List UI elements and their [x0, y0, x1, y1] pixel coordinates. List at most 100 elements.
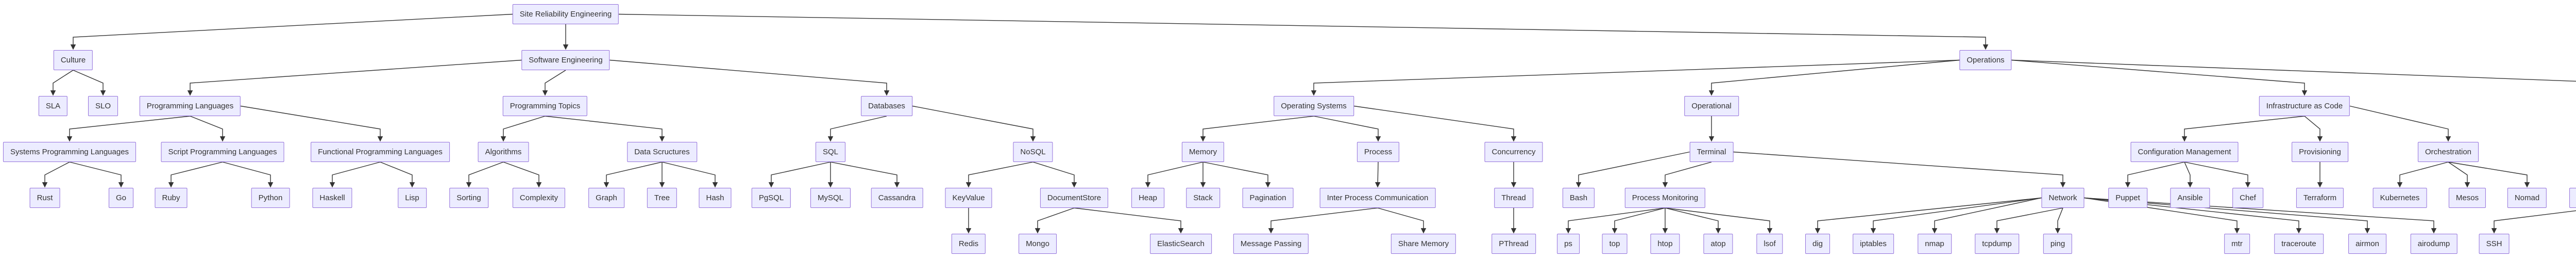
edge-terminal--process-monitoring: [1662, 162, 1712, 188]
edge-infrastructure-as-code--configuration-management: [2181, 116, 2305, 142]
node-concurrency: Concurrency: [1484, 142, 1543, 162]
node-label: Provisioning: [2299, 148, 2341, 156]
edge-nosql--documentstore: [1032, 162, 1077, 188]
edge-programming-languages--script-programming-languages: [190, 116, 226, 142]
node-systems-programming-languages: Systems Programming Languages: [3, 142, 137, 162]
edge-network--iptables: [1870, 197, 2042, 234]
edge-software-engineering--programming-languages: [187, 59, 522, 96]
node-algorithms: Algorithms: [478, 142, 529, 162]
node-label: Redis: [958, 239, 979, 248]
edge-script-programming-languages--ruby: [168, 162, 223, 188]
node-operations: Operations: [1959, 50, 2012, 70]
node-mongo: Mongo: [1019, 234, 1057, 254]
node-script-programming-languages: Script Programming Languages: [161, 142, 284, 162]
node-label: Thread: [1501, 194, 1526, 202]
node-label: Programming Topics: [510, 102, 581, 110]
edge-process-monitoring--lsof: [1665, 207, 1773, 234]
node-label: Share Memory: [1398, 239, 1449, 248]
edge-process-monitoring--top: [1612, 207, 1666, 234]
node-keyvalue: KeyValue: [945, 188, 992, 208]
edge-sql--pgsql: [768, 162, 831, 188]
node-dig: dig: [1805, 234, 1831, 254]
edge-systems-programming-languages--rust: [42, 162, 70, 188]
node-ping: ping: [2043, 234, 2073, 254]
node-puppet: Puppet: [2108, 188, 2147, 208]
node-process: Process: [1357, 142, 1400, 162]
edge-programming-languages--systems-programming-languages: [66, 116, 191, 142]
node-ruby: Ruby: [155, 188, 188, 208]
node-cassandra: Cassandra: [871, 188, 923, 208]
node-label: SLO: [95, 102, 111, 110]
edge-algorithms--sorting: [466, 162, 504, 188]
node-thread: Thread: [1494, 188, 1533, 208]
node-atop: atop: [1703, 234, 1733, 254]
node-label: Hash: [706, 194, 724, 202]
node-python: Python: [251, 188, 290, 208]
edge-functional-programming-languages--haskell: [329, 162, 381, 188]
node-orchestration: Orchestration: [2417, 142, 2479, 162]
node-process-monitoring: Process Monitoring: [1624, 188, 1706, 208]
edge-nosql--keyvalue: [965, 162, 1033, 188]
node-label: Terminal: [1697, 148, 1726, 156]
node-label: Puppet: [2115, 194, 2140, 202]
node-htop: htop: [1650, 234, 1680, 254]
node-infrastructure-as-code: Infrastructure as Code: [2259, 96, 2350, 116]
node-operational: Operational: [1684, 96, 1739, 116]
node-tcpdump: tcpdump: [1975, 234, 2019, 254]
node-label: Rust: [37, 194, 53, 202]
node-label: Operating Systems: [1281, 102, 1347, 110]
edge-sre--operations: [618, 13, 1989, 50]
node-label: mtr: [2231, 239, 2243, 248]
node-socket: Socket: [2569, 188, 2576, 208]
node-sql: SQL: [815, 142, 846, 162]
node-label: Lisp: [405, 194, 419, 202]
edge-software-engineering--databases: [609, 59, 890, 96]
node-functional-programming-languages: Functional Programming Languages: [311, 142, 450, 162]
node-kubernetes: Kubernetes: [2372, 188, 2427, 208]
node-label: Kubernetes: [2380, 194, 2420, 202]
edge-inter-process-communication--message-passing: [1268, 207, 1378, 234]
node-provisioning: Provisioning: [2292, 142, 2348, 162]
node-label: nmap: [1925, 239, 1944, 248]
node-label: Concurrency: [1492, 148, 1536, 156]
node-label: NoSQL: [1020, 148, 1046, 156]
node-label: Algorithms: [485, 148, 522, 156]
edge-operations--operating-systems: [1311, 59, 1960, 96]
node-label: SSH: [2486, 239, 2502, 248]
node-hash: Hash: [699, 188, 732, 208]
edge-network--dig: [1815, 197, 2042, 234]
edge-tcp--ssh: [2491, 210, 2576, 234]
node-graph: Graph: [588, 188, 624, 208]
node-lisp: Lisp: [398, 188, 427, 208]
node-tree: Tree: [647, 188, 677, 208]
edge-script-programming-languages--python: [222, 162, 274, 188]
node-label: Message Passing: [1240, 239, 1302, 248]
node-stack: Stack: [1186, 188, 1220, 208]
edge-configuration-management--puppet: [2125, 162, 2185, 188]
edge-algorithms--complexity: [503, 162, 542, 188]
node-message-passing: Message Passing: [1233, 234, 1309, 254]
node-airodump: airodump: [2410, 234, 2458, 254]
node-label: dig: [1812, 239, 1823, 248]
edge-process-monitoring--atop: [1665, 207, 1721, 234]
node-label: Mongo: [1026, 239, 1049, 248]
node-label: KeyValue: [952, 194, 985, 202]
node-nomad: Nomad: [2507, 188, 2547, 208]
node-label: Heap: [1139, 194, 1157, 202]
edge-operations--networking: [2011, 59, 2576, 82]
node-label: PThread: [1499, 239, 1529, 248]
edge-memory--heap: [1145, 162, 1204, 188]
edge-network--ping: [2055, 207, 2063, 234]
edge-documentstore--mongo: [1035, 207, 1075, 234]
node-label: Bash: [1569, 194, 1588, 202]
edge-memory--pagination: [1202, 162, 1271, 188]
node-label: Databases: [868, 102, 905, 110]
node-label: Functional Programming Languages: [318, 148, 443, 156]
node-label: Process Monitoring: [1632, 194, 1699, 202]
edge-operating-systems--concurrency: [1353, 105, 1517, 142]
node-inter-process-communication: Inter Process Communication: [1319, 188, 1436, 208]
node-label: Nomad: [2514, 194, 2540, 202]
node-heap: Heap: [1131, 188, 1164, 208]
edge-process-monitoring--ps: [1565, 207, 1666, 234]
edge-sql--cassandra: [830, 162, 900, 188]
